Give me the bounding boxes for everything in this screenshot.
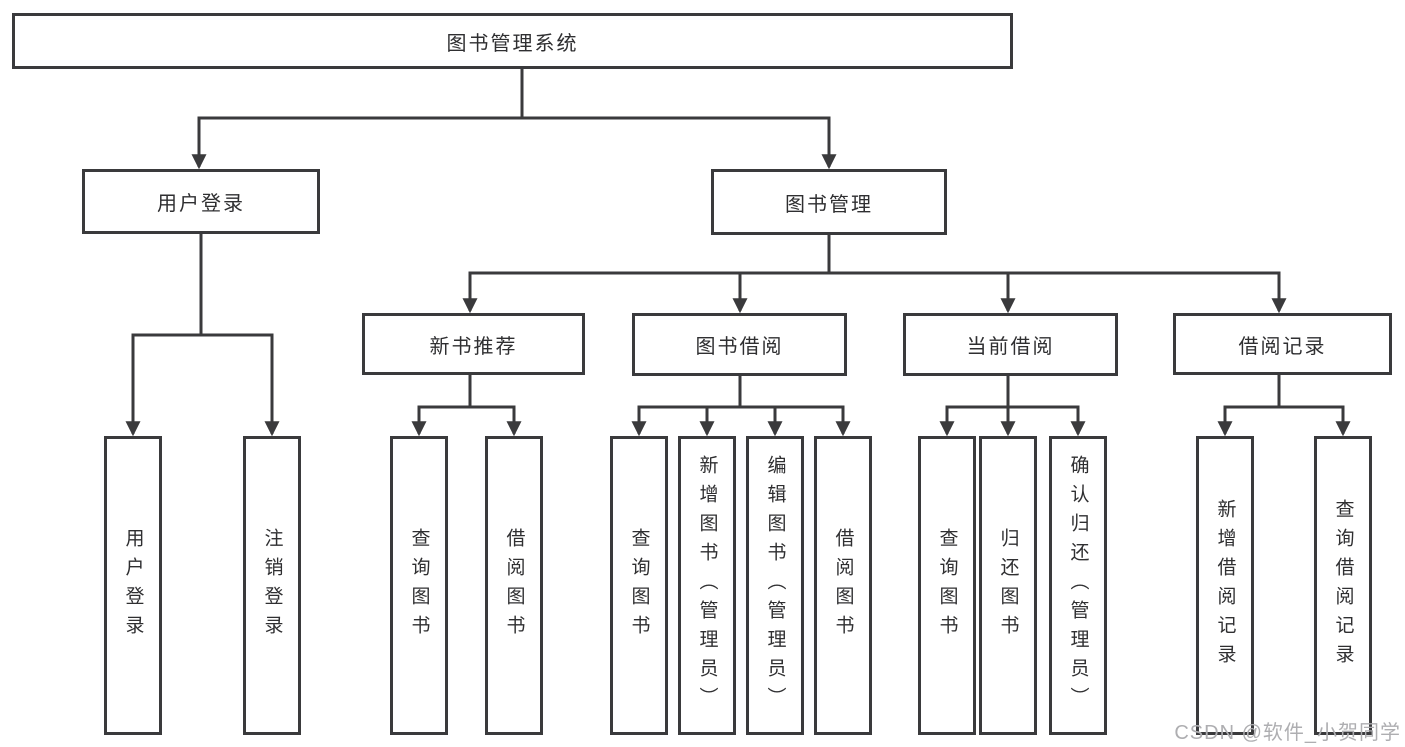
node-borrowing-records: 借阅记录	[1173, 313, 1392, 375]
leaf-add-borrow-record: 新增借阅记录	[1196, 436, 1254, 735]
node-current-borrowing: 当前借阅	[903, 313, 1118, 376]
leaf-borrow-books: 借阅图书	[814, 436, 872, 735]
leaf-query-books-borrow: 查询图书	[610, 436, 668, 735]
leaf-query-borrow-record: 查询借阅记录	[1314, 436, 1372, 735]
watermark: CSDN @软件_小贺同学	[1174, 722, 1401, 744]
leaf-confirm-return-admin: 确认归还（管理员）	[1049, 436, 1107, 735]
leaf-return-books: 归还图书	[979, 436, 1037, 735]
node-new-book-recommend: 新书推荐	[362, 313, 585, 375]
leaf-add-books-admin: 新增图书（管理员）	[678, 436, 736, 735]
node-book-management: 图书管理	[711, 169, 947, 235]
node-library-management-system: 图书管理系统	[12, 13, 1013, 69]
leaf-borrow-books-recommend: 借阅图书	[485, 436, 543, 735]
leaf-user-login: 用户登录	[104, 436, 162, 735]
leaf-edit-books-admin: 编辑图书（管理员）	[746, 436, 804, 735]
leaf-query-books-recommend: 查询图书	[390, 436, 448, 735]
leaf-logout: 注销登录	[243, 436, 301, 735]
node-user-login: 用户登录	[82, 169, 320, 234]
node-book-borrowing: 图书借阅	[632, 313, 847, 376]
leaf-query-books-current: 查询图书	[918, 436, 976, 735]
